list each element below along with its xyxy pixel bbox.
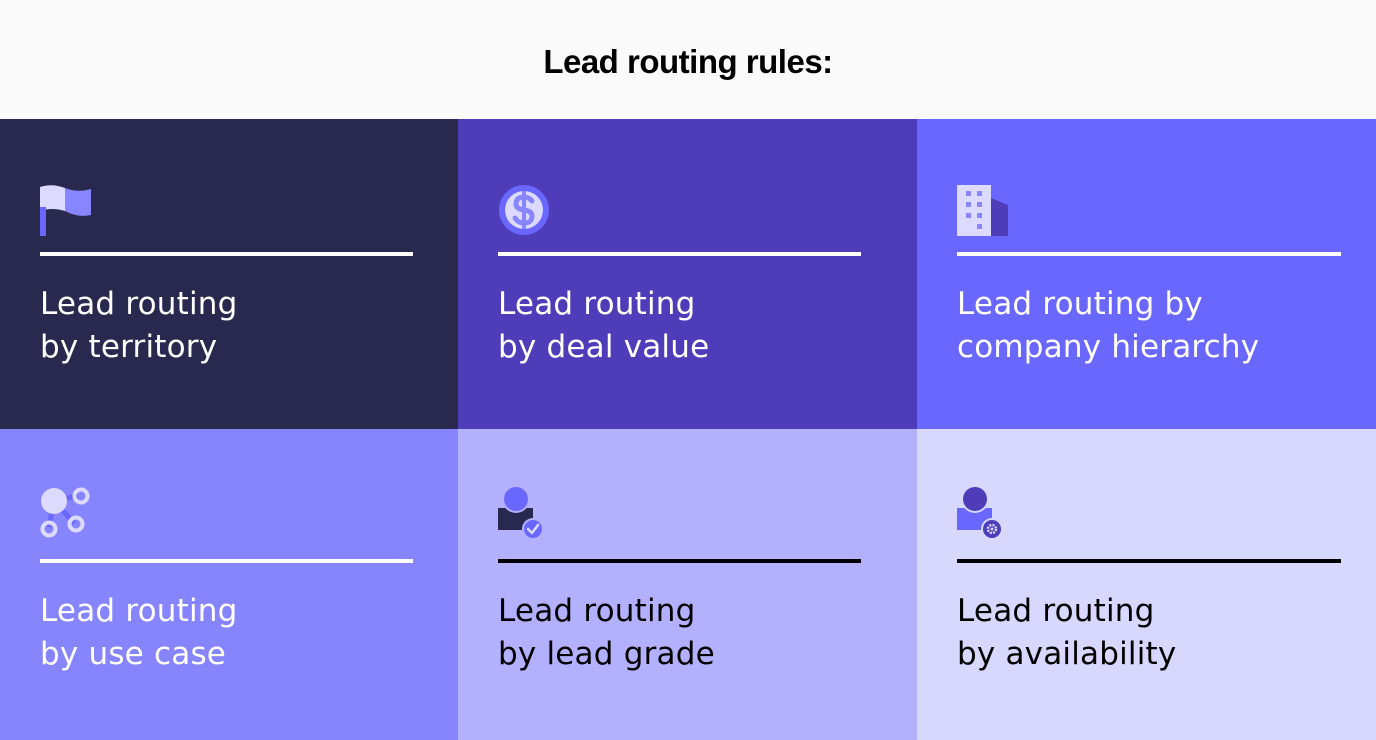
card-deal-value: Lead routing by deal value [458, 119, 917, 429]
card-label: Lead routing by company hierarchy [957, 283, 1259, 369]
user-gear-icon [957, 487, 1003, 539]
card-label-line1: Lead routing by [957, 286, 1203, 322]
card-label-line1: Lead routing [40, 593, 238, 629]
header: Lead routing rules: [0, 0, 1376, 119]
card-territory: Lead routing by territory [0, 119, 458, 429]
card-label-line1: Lead routing [40, 286, 238, 322]
divider [957, 559, 1341, 563]
dollar-coin-icon [499, 185, 549, 235]
card-label: Lead routing by lead grade [498, 590, 715, 676]
card-label-line2: by use case [40, 636, 227, 672]
card-company-hierarchy: Lead routing by company hierarchy [917, 119, 1376, 429]
page-title: Lead routing rules: [543, 42, 833, 80]
card-label-line1: Lead routing [498, 286, 696, 322]
card-lead-grade: Lead routing by lead grade [458, 429, 917, 740]
card-label-line2: by territory [40, 329, 218, 365]
card-availability: Lead routing by availability [917, 429, 1376, 740]
card-label-line1: Lead routing [957, 593, 1155, 629]
divider [498, 559, 861, 563]
flag-icon [40, 185, 91, 236]
building-icon [957, 185, 1008, 236]
card-label: Lead routing by territory [40, 283, 238, 369]
card-label-line1: Lead routing [498, 593, 696, 629]
card-label: Lead routing by availability [957, 590, 1176, 676]
card-label: Lead routing by use case [40, 590, 238, 676]
card-label-line2: company hierarchy [957, 329, 1260, 365]
card-use-case: Lead routing by use case [0, 429, 458, 740]
network-nodes-icon [40, 487, 90, 538]
card-label-line2: by lead grade [498, 636, 715, 672]
card-label: Lead routing by deal value [498, 283, 709, 369]
user-check-icon [498, 487, 544, 539]
card-label-line2: by availability [957, 636, 1177, 672]
routing-rules-grid: Lead routing by territory Lead routing b… [0, 119, 1376, 740]
divider [498, 252, 861, 256]
divider [40, 252, 413, 256]
divider [40, 559, 413, 563]
card-label-line2: by deal value [498, 329, 710, 365]
divider [957, 252, 1341, 256]
